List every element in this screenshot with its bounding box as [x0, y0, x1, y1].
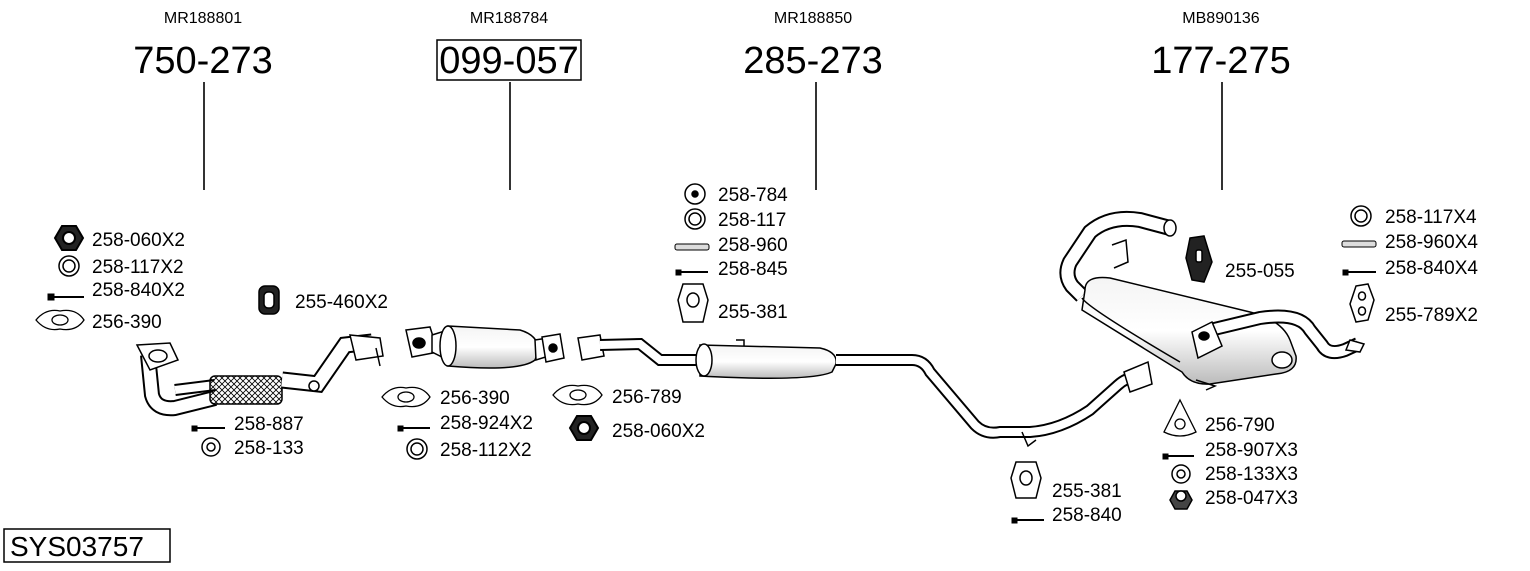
bolt-icon: [1342, 269, 1376, 276]
label-258-784: 258-784: [718, 185, 788, 206]
label-255-381-a: 255-381: [718, 302, 788, 323]
bolt-icon: [1011, 517, 1044, 524]
hex-nut-icon: [568, 415, 600, 441]
hex-nut-icon: [53, 225, 85, 251]
flange-gasket-icon: [35, 309, 85, 331]
ring-gasket-icon: [58, 255, 80, 277]
label-258-887: 258-887: [234, 414, 304, 435]
bolt-icon: [675, 269, 708, 276]
label-258-047x3: 258-047X3: [1205, 488, 1298, 509]
label-258-133: 258-133: [234, 438, 304, 459]
label-258-112x2: 258-112X2: [440, 440, 532, 461]
label-258-060x2-b: 258-060X2: [612, 421, 705, 442]
label-255-055: 255-055: [1225, 261, 1295, 282]
ring-gasket-icon: [684, 208, 706, 230]
label-256-790: 256-790: [1205, 415, 1275, 436]
label-255-460x2: 255-460X2: [295, 292, 388, 313]
rubber-hanger-icon: [258, 285, 280, 315]
sleeve-icon: [1341, 240, 1377, 248]
system-code-box: [3, 528, 171, 563]
label-258-960: 258-960: [718, 235, 788, 256]
sleeve-icon: [674, 243, 710, 251]
rubber-hanger-icon: [677, 283, 709, 323]
highlight-box: [436, 39, 582, 81]
rubber-hanger-icon: [1010, 461, 1042, 499]
lock-nut-icon: [1169, 490, 1193, 510]
label-258-117: 258-117: [718, 210, 786, 231]
label-256-789: 256-789: [612, 387, 682, 408]
oem-number-3: MR188850: [774, 10, 852, 27]
ring-gasket-icon: [684, 183, 706, 205]
catalytic-converter-drawing: [405, 325, 565, 369]
label-258-845: 258-845: [718, 259, 788, 280]
bolt-icon: [191, 425, 225, 432]
bolt-icon: [397, 425, 430, 432]
oem-number-2: MR188784: [470, 10, 548, 27]
flange-gasket-icon: [381, 386, 431, 408]
system-code: SYS03757: [10, 531, 144, 562]
triangle-gasket-icon: [1163, 398, 1197, 437]
part-number-1: 750-273: [133, 40, 272, 82]
part-number-3: 285-273: [743, 40, 882, 82]
ring-gasket-icon: [1171, 464, 1191, 484]
rubber-hanger-icon: [1185, 235, 1213, 283]
rubber-hanger-icon: [1349, 283, 1375, 323]
label-255-789x2: 255-789X2: [1385, 305, 1478, 326]
bolt-icon: [47, 293, 84, 301]
label-255-381-b: 255-381: [1052, 481, 1122, 502]
label-258-133x3: 258-133X3: [1205, 464, 1298, 485]
label-258-840: 258-840: [1052, 505, 1122, 526]
label-258-840x2: 258-840X2: [92, 280, 185, 301]
part-number-4: 177-275: [1151, 40, 1290, 82]
label-258-060x2: 258-060X2: [92, 230, 185, 251]
label-256-390-b: 256-390: [440, 388, 510, 409]
front-pipe-drawing: [135, 333, 384, 417]
centre-pipe-drawing: [577, 334, 1153, 448]
oem-number-4: MB890136: [1182, 10, 1259, 27]
label-258-117x4: 258-117X4: [1385, 207, 1477, 228]
label-256-390-a: 256-390: [92, 312, 162, 333]
ring-gasket-icon: [406, 438, 428, 460]
label-258-907x3: 258-907X3: [1205, 440, 1298, 461]
label-258-117x2: 258-117X2: [92, 257, 184, 278]
part-number-2[interactable]: 099-057: [439, 40, 578, 82]
label-258-924x2: 258-924X2: [440, 413, 533, 434]
oem-number-1: MR188801: [164, 10, 242, 27]
bolt-icon: [1162, 453, 1194, 460]
rear-silencer-drawing: [1059, 210, 1366, 391]
flange-gasket-icon: [552, 384, 603, 406]
ring-gasket-icon: [201, 437, 221, 457]
label-258-960x4: 258-960X4: [1385, 232, 1478, 253]
label-258-840x4: 258-840X4: [1385, 258, 1478, 279]
ring-gasket-icon: [1350, 205, 1372, 227]
